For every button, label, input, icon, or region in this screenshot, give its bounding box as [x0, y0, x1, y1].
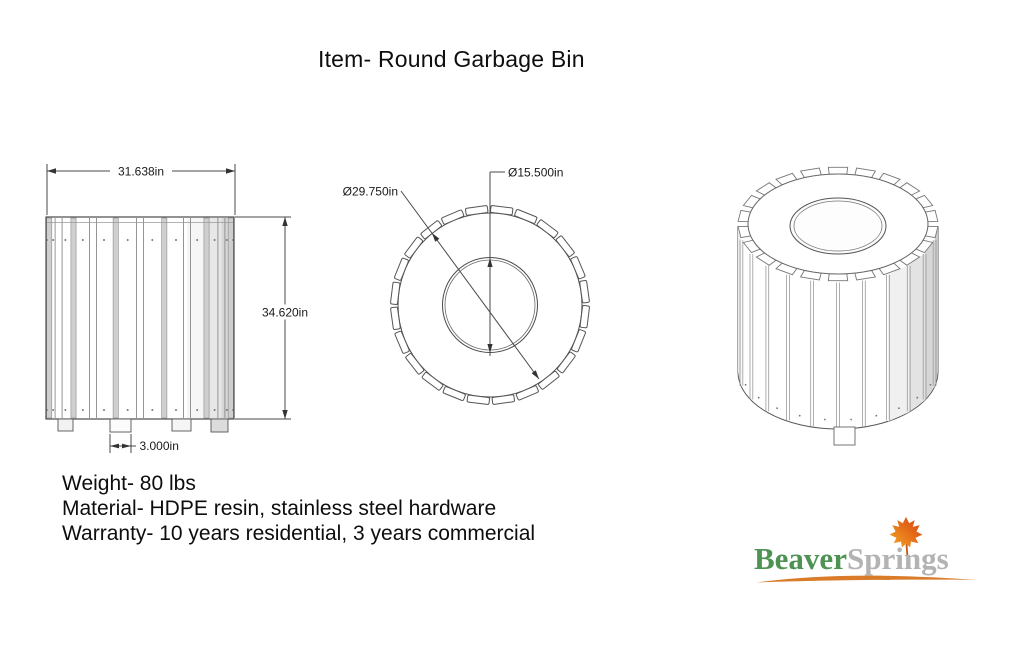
brand-word1: Beaver [754, 541, 847, 576]
foot-width-dim-label: 3.000in [140, 439, 179, 453]
outer-diameter-label: Ø29.750in [343, 185, 398, 199]
arrow-down-icon [487, 344, 493, 353]
iso-hardware-dots [744, 383, 932, 421]
maple-leaf-icon [889, 516, 923, 556]
front-width-dim-label: 31.638in [118, 165, 164, 179]
opening-diameter-label: Ø15.500in [508, 166, 563, 180]
arrow-left-icon [47, 168, 56, 174]
front-view-outline [45, 216, 235, 420]
isometric-view [737, 166, 939, 446]
front-view-slats [45, 217, 235, 419]
iso-opening-inner [793, 200, 883, 252]
spec-block: Weight- 80 lbs Material- HDPE resin, sta… [62, 471, 535, 546]
front-view-feet [57, 418, 229, 433]
arrow-right-icon [226, 168, 235, 174]
outer-diameter-leader [400, 190, 540, 380]
front-height-dim-label: 34.620in [262, 306, 308, 320]
arrow-downright-icon [531, 370, 539, 379]
arrow-up-icon [282, 217, 288, 226]
arrow-upleft-icon [432, 233, 440, 242]
foot-width-dimension [109, 434, 136, 453]
top-view-slat-ring [390, 205, 590, 405]
iso-foot [833, 426, 856, 446]
dim-label-bg [257, 304, 313, 320]
spec-weight: Weight- 80 lbs [62, 472, 196, 495]
top-view: Ø15.500in Ø29.750in [343, 166, 590, 405]
front-view: 31.638in 34.620in 3.000in [45, 163, 313, 453]
logo-swoosh [756, 575, 978, 583]
arrow-up-icon [487, 258, 493, 267]
spec-material: Material- HDPE resin, stainless steel ha… [62, 497, 497, 520]
brand-logo: BeaverSprings [752, 510, 984, 594]
arrow-left-icon [110, 443, 119, 449]
page-title: Item- Round Garbage Bin [318, 46, 585, 72]
brand-wordmark: BeaverSprings [754, 541, 949, 577]
dim-label-bg [110, 163, 172, 179]
spec-warranty: Warranty- 10 years residential, 3 years … [62, 522, 536, 545]
arrow-down-icon [282, 410, 288, 419]
iso-body-slats [738, 225, 938, 428]
arrow-right-icon [122, 443, 131, 449]
brand-word2: Springs [846, 541, 949, 576]
